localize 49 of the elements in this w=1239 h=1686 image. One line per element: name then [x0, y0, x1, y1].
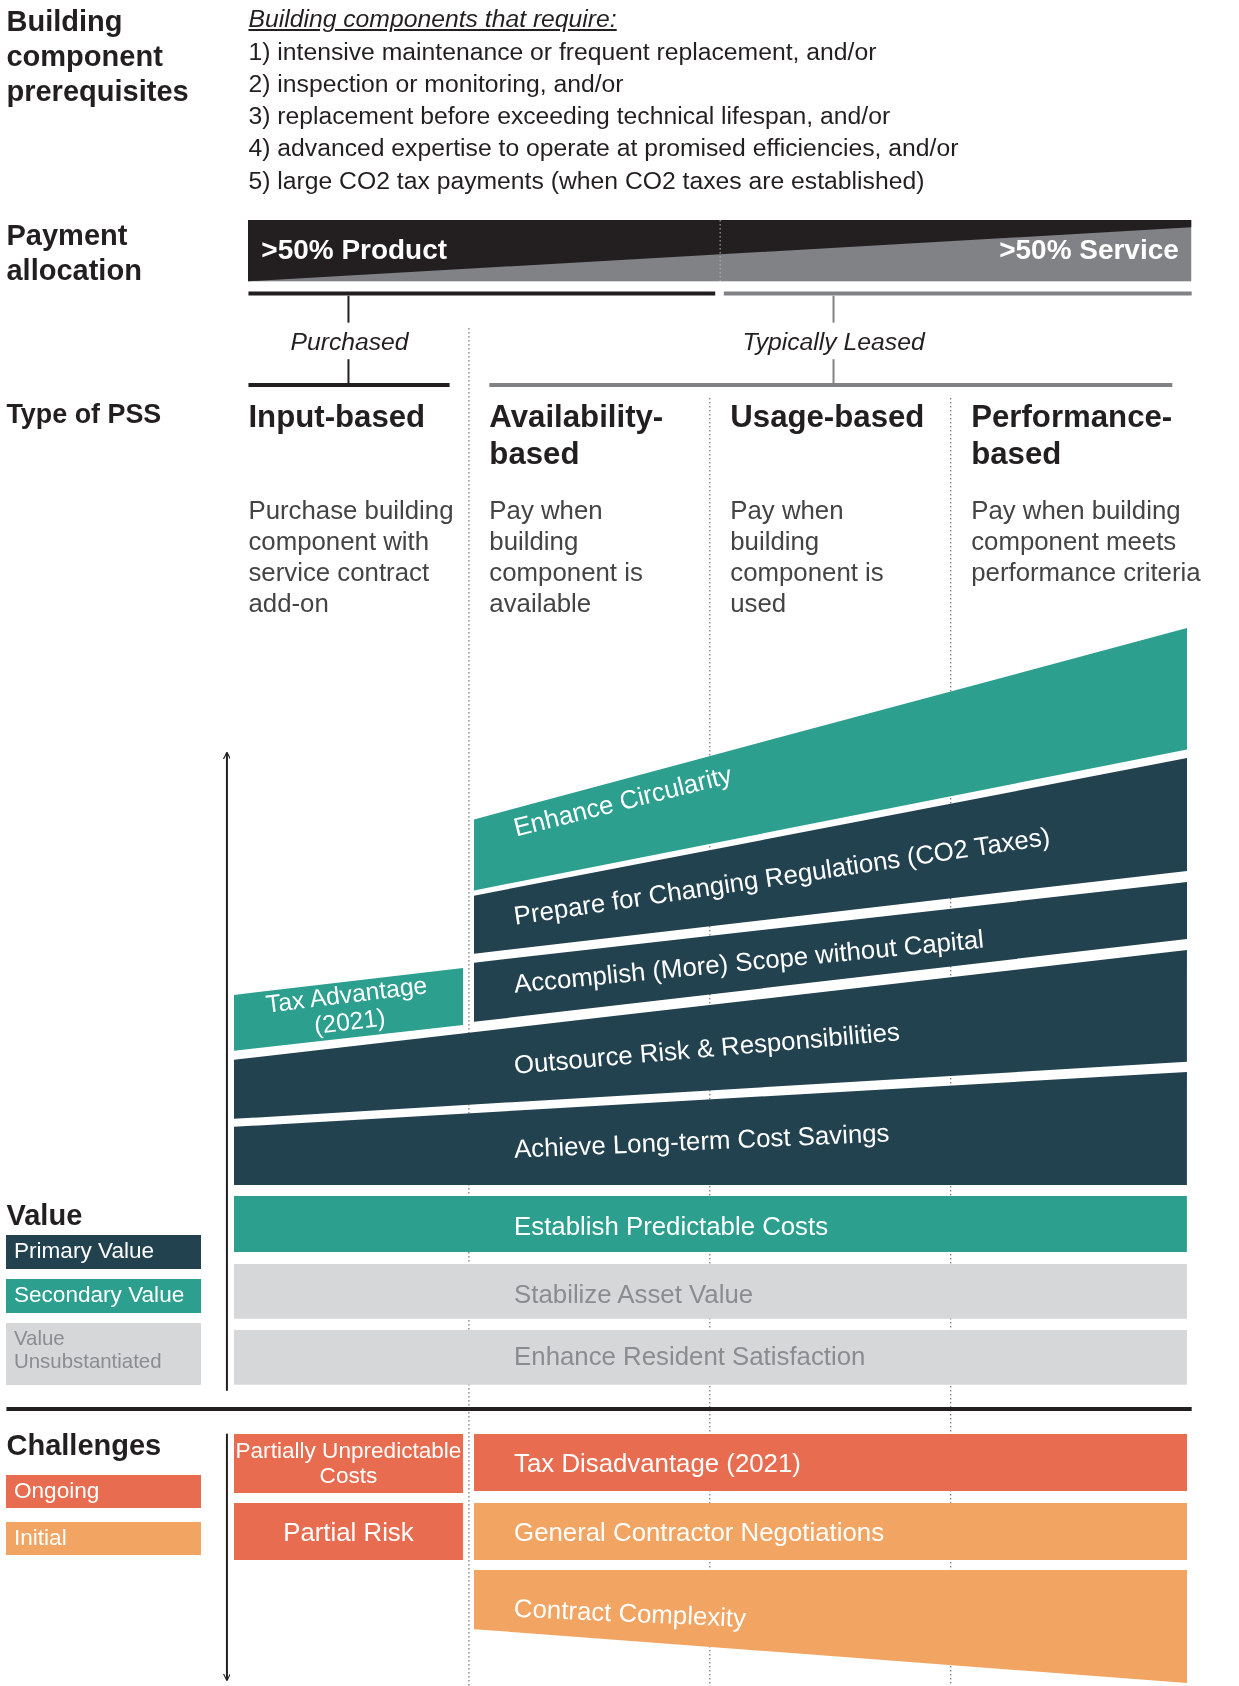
bar-label: >50% Service — [999, 234, 1179, 267]
list-heading: Building components that require: — [248, 4, 617, 34]
section-heading: Type of PSS — [6, 397, 162, 431]
value-band — [234, 1263, 1188, 1319]
list-item: 4) advanced expertise to operate at promised efficiencies, and/or — [248, 133, 959, 164]
challenge-label: Contract Complexity — [513, 1593, 747, 1633]
section-heading: Building component prerequisites — [6, 4, 190, 109]
legend-swatch: Secondary Value — [6, 1278, 202, 1314]
challenge-label: Partially Unpredictable Costs — [234, 1438, 463, 1489]
value-band — [234, 1195, 1188, 1252]
challenge-label: General Contractor Negotiations — [514, 1517, 885, 1546]
list-item: 5) large CO2 tax payments (when CO2 taxes are established) — [248, 165, 925, 196]
band-label: Establish Predictable Costs — [514, 1211, 829, 1241]
challenge-band — [474, 1502, 1188, 1560]
band-label: Stabilize Asset Value — [514, 1279, 754, 1309]
band-label: Enhance Resident Satisfaction — [514, 1342, 866, 1371]
list-item: 3) replacement before exceeding technical lifespan, and/or — [248, 101, 891, 131]
challenge-band — [474, 1433, 1188, 1491]
list-item: 1) intensive maintenance or frequent replacement, and/or — [248, 36, 877, 67]
band-label: Enhance Circularity — [510, 760, 735, 842]
challenge-band — [474, 1570, 1188, 1684]
section-heading: Payment allocation — [6, 218, 143, 288]
column-heading: Input-based — [248, 397, 426, 436]
column-description: Pay when building component is available — [489, 494, 644, 619]
value-band — [234, 967, 464, 1051]
bar-label: >50% Product — [261, 234, 447, 267]
column-heading: Usage-based — [730, 397, 925, 436]
list-item: 2) inspection or monitoring, and/or — [248, 68, 624, 99]
challenge-label: Tax Disadvantage (2021) — [514, 1448, 801, 1477]
column-description: Pay when building component meets performance criteria — [971, 494, 1202, 588]
legend-swatch: Ongoing — [6, 1474, 202, 1508]
legend-swatch: Value Unsubstantiated — [6, 1322, 202, 1386]
legend-swatch: Primary Value — [6, 1234, 202, 1270]
allocation-bar — [248, 220, 1192, 282]
section-heading: Challenges — [6, 1428, 162, 1464]
value-band — [234, 1330, 1188, 1386]
challenge-band — [234, 1502, 464, 1560]
band-label: Accomplish (More) Scope without Capital — [512, 924, 985, 999]
value-band — [234, 1072, 1188, 1186]
band-label: Outsource Risk & Responsibilities — [512, 1016, 901, 1079]
column-heading: Performance-based — [971, 397, 1174, 473]
section-heading: Value — [6, 1198, 83, 1233]
challenge-label: Partial Risk — [282, 1517, 415, 1546]
column-description: Purchase building component with service contract add-on — [248, 494, 455, 619]
column-heading: Availability-based — [489, 397, 665, 473]
legend-swatch: Initial — [6, 1521, 202, 1556]
column-description: Pay when building component is used — [730, 494, 885, 619]
band-label: Achieve Long-term Cost Savings — [513, 1118, 890, 1163]
band-label: Tax Advantage (2021) — [263, 969, 430, 1041]
